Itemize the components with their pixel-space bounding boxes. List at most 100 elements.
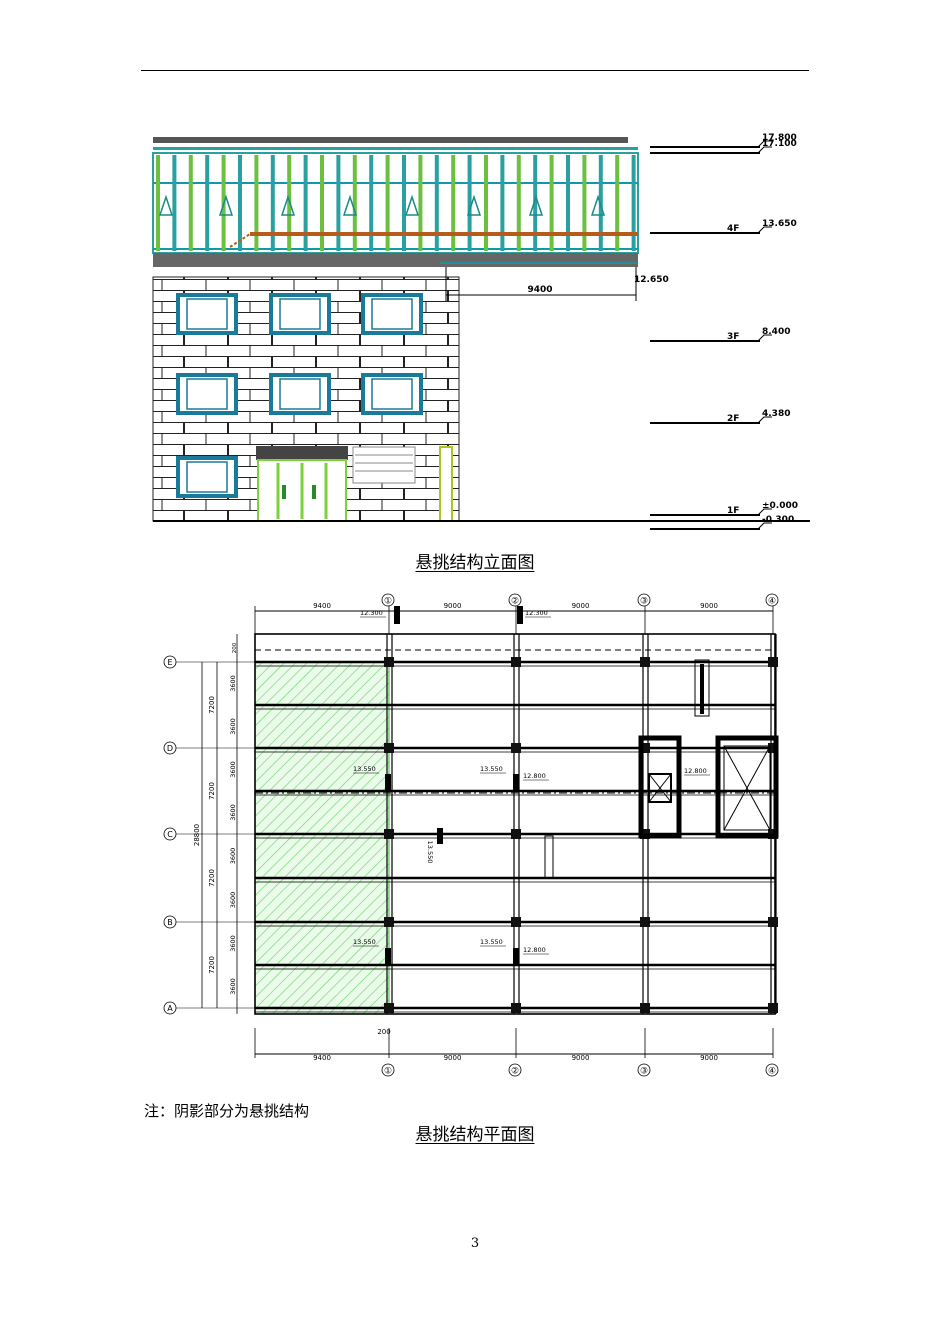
level-elevation: 17.100 [762,139,797,149]
cantilever-dimension: 9400 [527,285,552,295]
entrance-canopy [256,446,348,460]
glass-marker [280,194,296,216]
column [768,1003,778,1013]
plan-elevation-tag: 12.800 [684,767,707,775]
sub-dimension: 3600 [229,675,237,692]
level-arrow [757,508,772,516]
level-arrow [757,226,772,234]
cantilever-slab [153,253,638,267]
top-dimension: 9400 [313,602,331,610]
bracket-mark [437,828,443,844]
bottom-dimension: 9000 [700,1054,718,1062]
glass-marker [528,194,544,216]
column-axis-bubble [381,1063,395,1077]
column [511,1003,521,1013]
top-dimension: 9000 [444,602,462,610]
glass-marker [590,194,606,216]
glass-marker [466,194,482,216]
bay-dimension: 7200 [208,869,216,887]
column-axis-bubble [508,1063,522,1077]
bay-dimension: 7200 [208,696,216,714]
bracket-mark [513,774,519,790]
plan-caption: 悬挑结构平面图 [0,1120,950,1145]
column [640,917,650,927]
column-axis-bubble [765,593,779,607]
column [640,743,650,753]
window-pane [371,378,413,410]
sub-dimension: 3600 [229,935,237,952]
sub-dimension: 3600 [229,761,237,778]
header-rule [141,70,809,71]
window-pane [186,378,228,410]
window-pane [186,298,228,330]
elevation-caption-text: 悬挑结构立面图 [415,553,535,573]
plan-elevation-tag: 12.800 [523,946,546,954]
bracket-mark [517,606,523,624]
sub-dimension: 3600 [229,892,237,909]
facade-windows [176,293,423,498]
level-arrow [757,146,772,154]
column [384,1003,394,1013]
edge-dimension-bottom: 200 [377,1028,390,1036]
column-axis-label: ② [511,1067,519,1077]
column-axis-bubble [508,593,522,607]
column [384,829,394,839]
plan-elevation-tag: 13.550 [426,841,434,864]
bracket-mark [513,948,519,964]
column [640,1003,650,1013]
window-pane [371,298,413,330]
plan-elevation-tag: 13.550 [480,938,503,946]
row-axis-label: E [167,658,172,667]
sub-dimension: 3600 [229,718,237,735]
level-elevation: 8.400 [762,327,790,337]
sub-dimension: 3600 [229,804,237,821]
bracket-mark [385,774,391,790]
level-arrow [757,522,772,530]
top-dimension: 9000 [572,602,590,610]
column [384,917,394,927]
bracket-mark [385,948,391,964]
level-arrow [757,334,772,342]
bay-dimension: 7200 [208,956,216,974]
column [511,917,521,927]
column-axis-label: ④ [768,597,776,607]
level-floor-label: 1F [727,506,739,516]
column-axis-bubble [381,593,395,607]
bottom-dimension: 9400 [313,1054,331,1062]
column-axis-label: ④ [768,1067,776,1077]
column-axis-label: ③ [640,597,648,607]
top-dimension: 9000 [700,602,718,610]
level-elevation: -0.300 [762,515,794,525]
stair-core [638,735,682,839]
column [511,657,521,667]
column [768,743,778,753]
roof-parapet [153,137,628,143]
column [384,743,394,753]
plan-elevation-tag: 12.800 [523,772,546,780]
elevator-core [715,735,779,839]
level-arrow [757,416,772,424]
column-axis-bubble [765,1063,779,1077]
window-pane [279,298,321,330]
stair-vent [352,446,416,484]
bottom-dimension: 9000 [572,1054,590,1062]
level-elevation: 13.650 [762,219,797,229]
plan-elevation-tag: 13.550 [353,938,376,946]
level-elevation: ±0.000 [762,501,798,511]
edge-dimension: 200 [232,642,238,653]
plan-caption-text: 悬挑结构平面图 [415,1125,535,1145]
plan-elevation-tag: 13.550 [480,765,503,773]
glass-marker [404,194,420,216]
bracket-mark [394,606,400,624]
glass-marker [342,194,358,216]
page-number: 3 [470,1236,480,1251]
elevation-caption: 悬挑结构立面图 [0,548,950,573]
level-floor-label: 2F [727,414,739,424]
row-axis-label: D [167,744,173,753]
level-floor-label: 4F [727,224,739,234]
level-arrow [757,140,772,148]
column [384,657,394,667]
